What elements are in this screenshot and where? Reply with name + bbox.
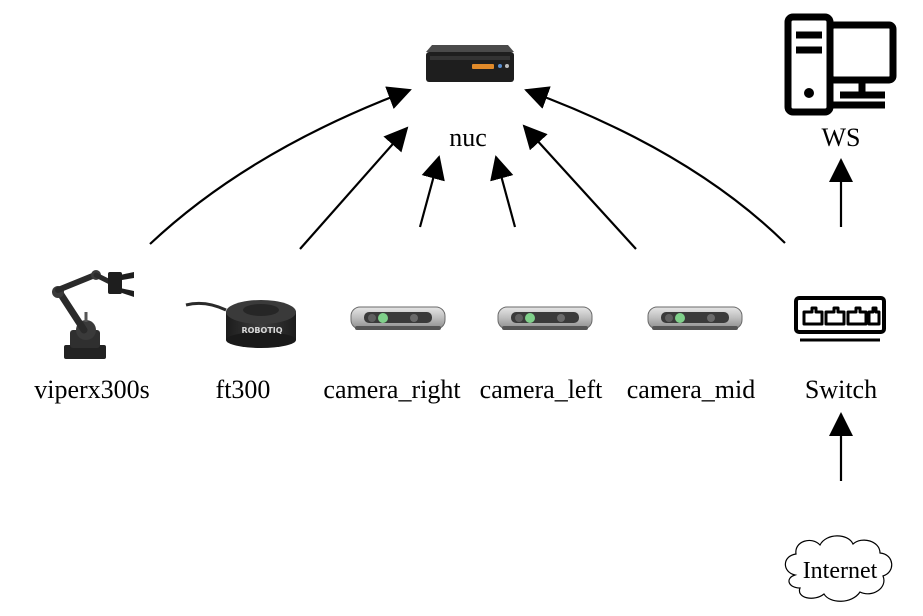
edge-camera-right-to-nuc	[418, 155, 445, 228]
camera-left-icon	[497, 306, 593, 330]
node-label-nuc: nuc	[449, 123, 487, 152]
robot-arm-icon	[52, 270, 134, 359]
network-switch-icon	[794, 296, 886, 342]
edges	[149, 86, 853, 481]
node-label-ws: WS	[822, 123, 861, 152]
nuc-device-icon	[426, 45, 514, 82]
edge-camera-mid-to-nuc	[522, 124, 637, 250]
node-label-camera-right: camera_right	[323, 375, 461, 404]
edge-switch-to-nuc	[524, 86, 786, 244]
camera-mid-icon	[647, 306, 743, 330]
edge-ft300-to-nuc	[299, 126, 409, 250]
sensor-brand-text: ROBOTIQ	[241, 326, 282, 335]
node-label-ft300: ft300	[216, 375, 271, 404]
force-torque-sensor-icon: ROBOTIQ	[185, 300, 296, 348]
internet-cloud-icon	[784, 535, 893, 602]
workstation-icon	[784, 13, 897, 116]
node-label-viperx300s: viperx300s	[34, 375, 150, 404]
node-label-camera-left: camera_left	[480, 375, 603, 404]
node-label-camera-mid: camera_mid	[627, 375, 756, 404]
camera-right-icon	[350, 306, 446, 330]
node-label-switch: Switch	[805, 375, 877, 404]
edge-camera-left-to-nuc	[490, 155, 517, 228]
node-label-internet: Internet	[803, 558, 878, 584]
edge-viperx-to-nuc	[149, 86, 412, 245]
